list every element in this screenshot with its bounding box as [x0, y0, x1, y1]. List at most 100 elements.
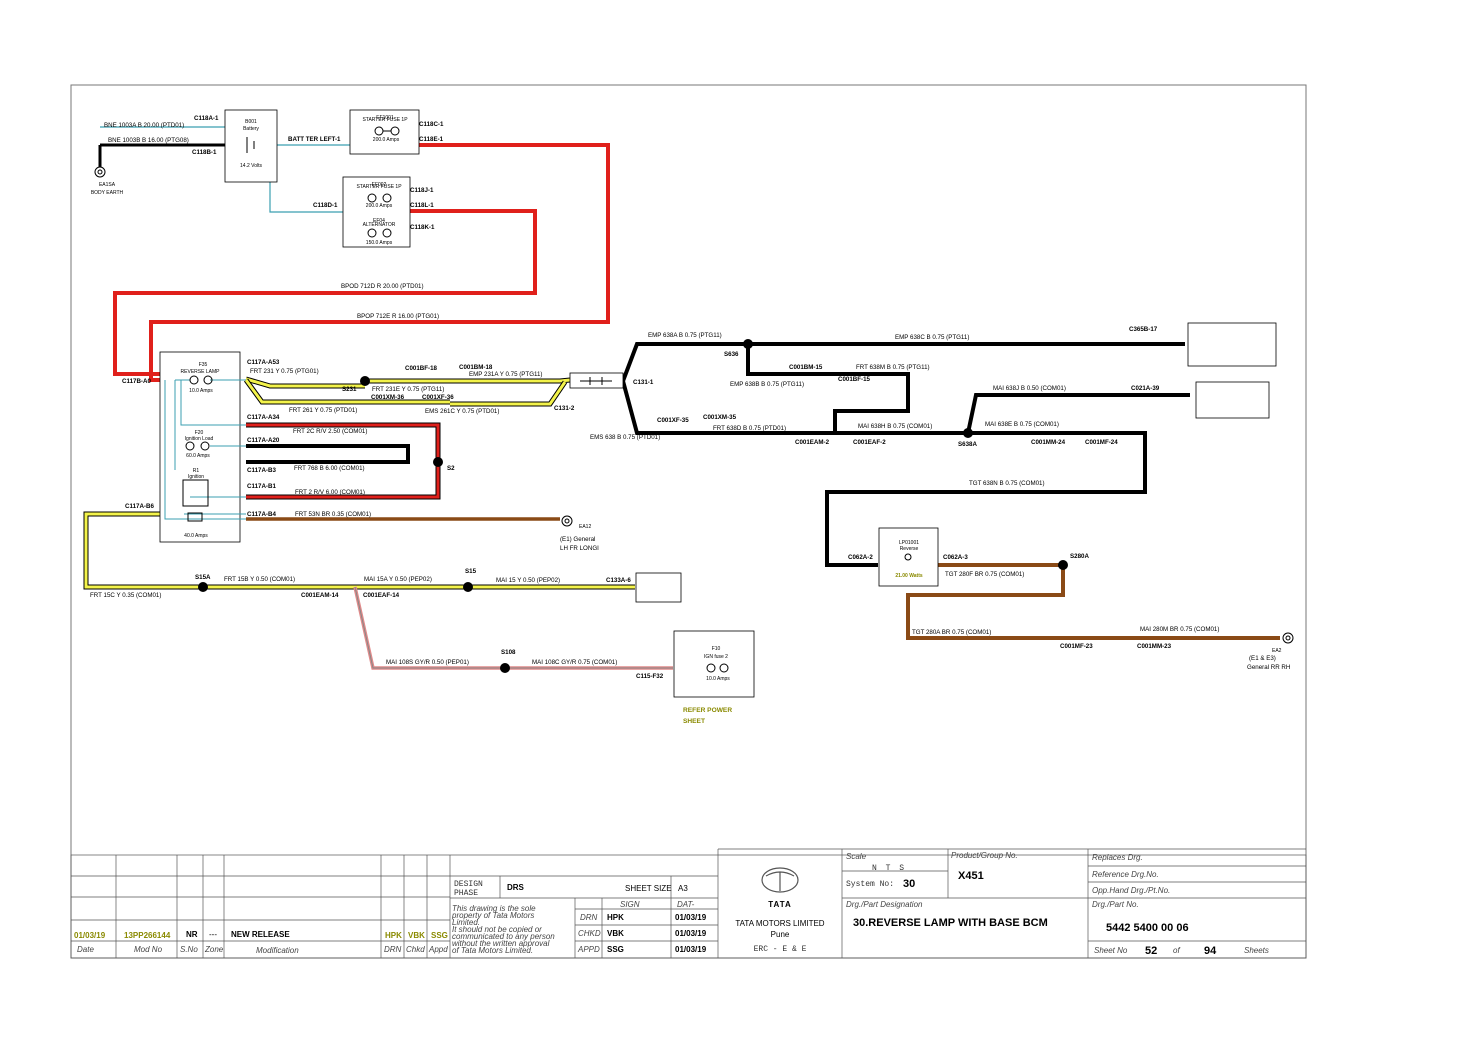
c021a-box: [1195, 381, 1270, 419]
connector-label: C001MM-24: [1031, 439, 1066, 446]
design-phase2: PHASE: [454, 889, 478, 898]
scale-value: N T S: [872, 864, 906, 873]
rev-date: 01/03/19: [74, 931, 106, 940]
connector-label: C118J-1: [410, 187, 434, 194]
connector-label: C001XM-36: [371, 394, 405, 401]
connector-label: C117A-A20: [247, 437, 280, 444]
opp-hand-label: Opp.Hand Drg./Pt.No.: [1092, 886, 1170, 895]
fuse-top-box: [349, 109, 420, 155]
rev-appd: SSG: [431, 931, 448, 940]
refer-sheet: SHEET: [683, 718, 705, 725]
wire-label: EMP 231A Y 0.75 (PTG11): [469, 371, 543, 378]
fuse-icon: [182, 375, 213, 522]
battery-name: B001: [245, 119, 257, 125]
connector-label: C001XF-35: [657, 417, 689, 424]
wire-label: TGT 638N B 0.75 (COM01): [969, 480, 1045, 487]
connector-label: S636: [724, 351, 739, 358]
connector-label: C001MF-23: [1060, 643, 1093, 650]
wire-label: EMP 638C B 0.75 (PTG11): [895, 334, 969, 341]
connector-label: C117A-B6: [125, 503, 154, 510]
note-2: property of Tata Motors: [451, 911, 534, 920]
fuse-top-name: EF1001: [376, 115, 394, 121]
splice-s280a: [1058, 560, 1068, 570]
wire-label: MAI 638H B 0.75 (COM01): [858, 423, 932, 430]
product-group-value: X451: [958, 870, 984, 882]
f35-sub: REVERSE LAMP: [181, 369, 221, 375]
note-1: This drawing is the sole: [452, 904, 536, 913]
sheet-no-label: Sheet No: [1094, 946, 1128, 955]
connector-label: BATT TER LEFT-1: [288, 136, 341, 143]
fuse2-sub1: STARTER FUSE 1P: [356, 184, 402, 190]
wire-label: FRT 53N BR 0.35 (COM01): [295, 511, 371, 518]
wire-label: TGT 280A BR 0.75 (COM01): [912, 629, 991, 636]
wire-frt-231-y: [245, 377, 365, 388]
chkd-date: 01/03/19: [675, 929, 707, 938]
connector-label: C118K-1: [410, 224, 435, 231]
wire-frt-261-y: [244, 379, 450, 404]
wire-label: MAI 108C GY/R 0.75 (COM01): [532, 659, 617, 666]
rev-desc: NEW RELEASE: [231, 930, 290, 939]
connector-label: C001XM-35: [703, 414, 737, 421]
f35-name: F35: [199, 362, 208, 368]
splice-s2: [433, 457, 443, 467]
note-5: communicated to any person: [452, 932, 555, 941]
design-phase: DESIGN: [454, 880, 483, 889]
lamp-watts: 21.00 Watts: [895, 573, 923, 579]
battery-symbol: [246, 137, 255, 153]
rev-mod: 13PP266144: [124, 931, 171, 940]
wire-label: MAI 638J B 0.50 (COM01): [993, 385, 1066, 392]
lamp-box: [878, 527, 939, 587]
header-sno: S.No: [180, 945, 198, 954]
splice-s636: [743, 339, 753, 349]
connector-label: C001EAF-2: [853, 439, 886, 446]
wire-red-2-r: [246, 462, 440, 499]
sheet-size-value: A3: [678, 884, 688, 893]
of-label: of: [1173, 946, 1180, 955]
fuse2-amps2: 150.0 Amps: [366, 240, 393, 246]
wire-red-2c-r: [246, 423, 440, 462]
connector-label: S280A: [1070, 553, 1089, 560]
title-block-grid: [70, 848, 1307, 959]
wire-label: EMP 638B B 0.75 (PTG11): [730, 381, 804, 388]
part-designation-value: 30.REVERSE LAMP WITH BASE BCM: [853, 917, 1048, 929]
connector-label: S15: [465, 568, 477, 575]
f35-amps: 10.0 Amps: [189, 388, 213, 394]
bcm-box: [159, 351, 241, 543]
earth-label-1: EA1SA: [99, 182, 116, 188]
rev-zone: ---: [209, 930, 217, 939]
rev-drn: HPK: [385, 931, 402, 940]
drawing-border: [70, 84, 1307, 959]
splice-s231: [360, 376, 370, 386]
wire-label: FRT 15C Y 0.35 (COM01): [90, 592, 161, 599]
wire-label: FRT 231 Y 0.75 (PTG01): [250, 368, 319, 375]
logo-wordmark: TATA: [768, 900, 792, 909]
splice-s15: [463, 582, 473, 592]
replaces-label: Replaces Drg.: [1092, 853, 1143, 862]
wire-red-712e: [149, 143, 610, 382]
header-zone: Zone: [204, 945, 224, 954]
wire-label: MAI 638E B 0.75 (COM01): [985, 421, 1059, 428]
connector-label: C117A-B3: [247, 467, 276, 474]
note-3: Limited.: [452, 918, 480, 927]
f10-amps: 10.0 Amps: [706, 676, 730, 682]
connector-label: C118B-1: [192, 149, 217, 156]
wire-638j: [966, 393, 1190, 434]
chkd-name: VBK: [607, 929, 624, 938]
wire-emp-638: [621, 342, 1185, 382]
of-value: 94: [1204, 945, 1217, 957]
ea2-label: EA2: [1272, 648, 1282, 654]
appd-label: APPD: [577, 945, 600, 954]
connector-label: C117A-A53: [247, 359, 280, 366]
header-chkd: Chkd: [406, 945, 425, 954]
fuse2-name1: EF002: [372, 182, 387, 188]
connector-label: C001BF-18: [405, 365, 438, 372]
system-no-value: 30: [903, 878, 915, 890]
fuse-icon: [367, 193, 392, 238]
scale-label: Scale: [846, 852, 867, 861]
splices: [198, 339, 1068, 673]
wire-638m: [746, 344, 910, 433]
connector-label: C001EAM-2: [795, 439, 830, 446]
connector-label: C131-1: [633, 379, 654, 386]
connector-label: C001EAF-14: [363, 592, 400, 599]
wire-280f: [906, 563, 1280, 640]
